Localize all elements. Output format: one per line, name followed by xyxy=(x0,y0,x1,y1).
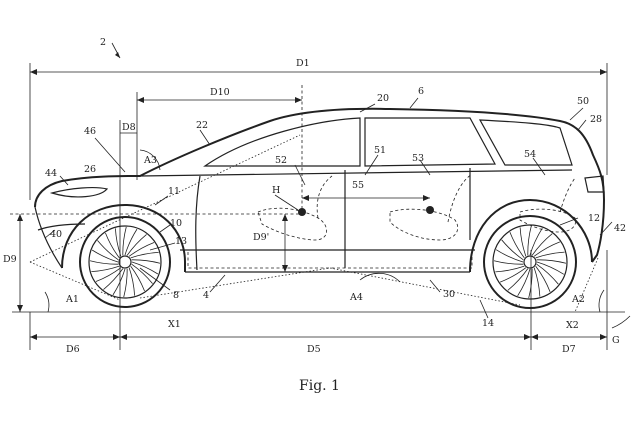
vehicle-body xyxy=(34,107,606,273)
wheel-spoke xyxy=(91,249,119,263)
label-front-wheel: 8 xyxy=(173,290,179,301)
label-d9-prime: D9' xyxy=(253,232,269,243)
label-h-dim: 55 xyxy=(352,180,364,191)
wheel-spoke xyxy=(536,259,567,264)
wheel-spoke xyxy=(493,260,524,265)
label-x1: X1 xyxy=(168,319,181,330)
label-seat-third: 54 xyxy=(524,149,536,160)
dimension-bottom xyxy=(30,334,607,340)
labels: 2 D1 6 D10 20 50 28 22 46 D8 A3 51 52 53… xyxy=(3,37,626,394)
label-a2: A2 xyxy=(571,294,585,305)
label-windshield: 22 xyxy=(196,120,208,131)
wheel-spoke xyxy=(501,239,524,261)
wheel-spoke xyxy=(495,265,525,273)
wheel-spoke xyxy=(123,268,128,298)
wheel-spoke xyxy=(124,228,138,256)
label-rear-wheel: 14 xyxy=(482,318,494,329)
wheel-spoke xyxy=(517,268,531,297)
label-a4: A4 xyxy=(349,292,363,303)
wheel-spoke xyxy=(535,251,565,259)
label-sill: 30 xyxy=(443,289,455,300)
wheel-spoke xyxy=(131,263,153,284)
wheel-spoke xyxy=(535,265,551,293)
label-ground: G xyxy=(612,335,620,346)
wheel-spoke xyxy=(126,234,147,256)
wheel-spoke xyxy=(114,228,122,257)
dimension-d9 xyxy=(10,213,300,312)
wheel-spoke xyxy=(527,225,532,256)
wheel-spoke xyxy=(531,233,553,256)
label-d1: D1 xyxy=(296,58,310,69)
label-front-wheel-well: 10 xyxy=(170,218,182,229)
label-d5: D5 xyxy=(307,344,321,355)
wheel-spoke xyxy=(95,267,122,282)
label-seat-front-back: 51 xyxy=(374,145,386,156)
label-a1: A1 xyxy=(65,294,79,305)
wheel-spoke xyxy=(499,267,527,283)
wheel-spoke xyxy=(89,260,119,265)
angle-lines xyxy=(29,134,605,313)
label-front-hub: 13 xyxy=(175,236,187,247)
wheel-spoke xyxy=(131,261,159,275)
dimension-d1 xyxy=(29,63,608,200)
label-roof-line: 20 xyxy=(377,93,389,104)
label-front-axle-region: 11 xyxy=(168,186,180,197)
front-wheel xyxy=(79,216,171,308)
wheel-spoke xyxy=(533,241,561,257)
label-d8: D8 xyxy=(122,122,136,133)
label-rear-wheel-well: 12 xyxy=(588,213,600,224)
wheel-spoke xyxy=(128,267,136,296)
h-point-markers xyxy=(282,195,434,272)
wheel-spoke xyxy=(528,268,533,299)
label-rear: 50 xyxy=(577,96,589,107)
wheel-spoke xyxy=(509,231,525,259)
label-d10: D10 xyxy=(210,87,230,98)
leader-lines xyxy=(44,42,613,319)
label-lamp: 26 xyxy=(84,164,96,175)
label-front-bumper: 40 xyxy=(50,229,62,240)
wheel-spoke xyxy=(97,240,119,261)
label-d7: D7 xyxy=(562,344,576,355)
wheel-spoke xyxy=(91,265,120,273)
wheel-spoke xyxy=(519,227,527,257)
dimension-d10 xyxy=(119,85,303,250)
label-x2: X2 xyxy=(566,320,579,331)
wheel-spoke xyxy=(112,268,126,296)
rear-wheel xyxy=(483,215,577,309)
wheel-spoke xyxy=(128,242,155,257)
ground-line xyxy=(12,250,631,350)
wheel-spoke xyxy=(495,249,524,263)
label-roof: 6 xyxy=(418,86,424,97)
seats xyxy=(187,173,577,269)
wheel-spoke xyxy=(536,263,559,285)
wheel-spoke xyxy=(536,261,565,275)
wheel-spoke xyxy=(533,267,541,297)
label-rear-window: 28 xyxy=(590,114,602,125)
label-d6: D6 xyxy=(66,344,80,355)
label-seat-front: 52 xyxy=(275,155,287,166)
wheel-spoke xyxy=(529,227,543,256)
wheel-spoke xyxy=(105,232,120,259)
wheel-spoke xyxy=(131,259,161,264)
wheel-spoke xyxy=(507,268,529,291)
figure-caption: Fig. 1 xyxy=(299,378,340,394)
label-hood-front: 46 xyxy=(84,126,96,137)
label-h-point: H xyxy=(272,185,280,196)
label-seat-rear: 53 xyxy=(412,153,424,164)
label-a3: A3 xyxy=(143,155,157,166)
label-floor: 4 xyxy=(203,290,209,301)
wheel-spoke xyxy=(130,265,145,292)
wheel-spoke xyxy=(130,251,159,259)
label-front: 44 xyxy=(45,168,57,179)
wheel-spoke xyxy=(103,268,124,290)
wheel-spoke xyxy=(122,226,127,256)
label-vehicle: 2 xyxy=(100,37,106,48)
label-d9: D9 xyxy=(3,254,17,265)
label-rear-bumper: 42 xyxy=(614,223,626,234)
